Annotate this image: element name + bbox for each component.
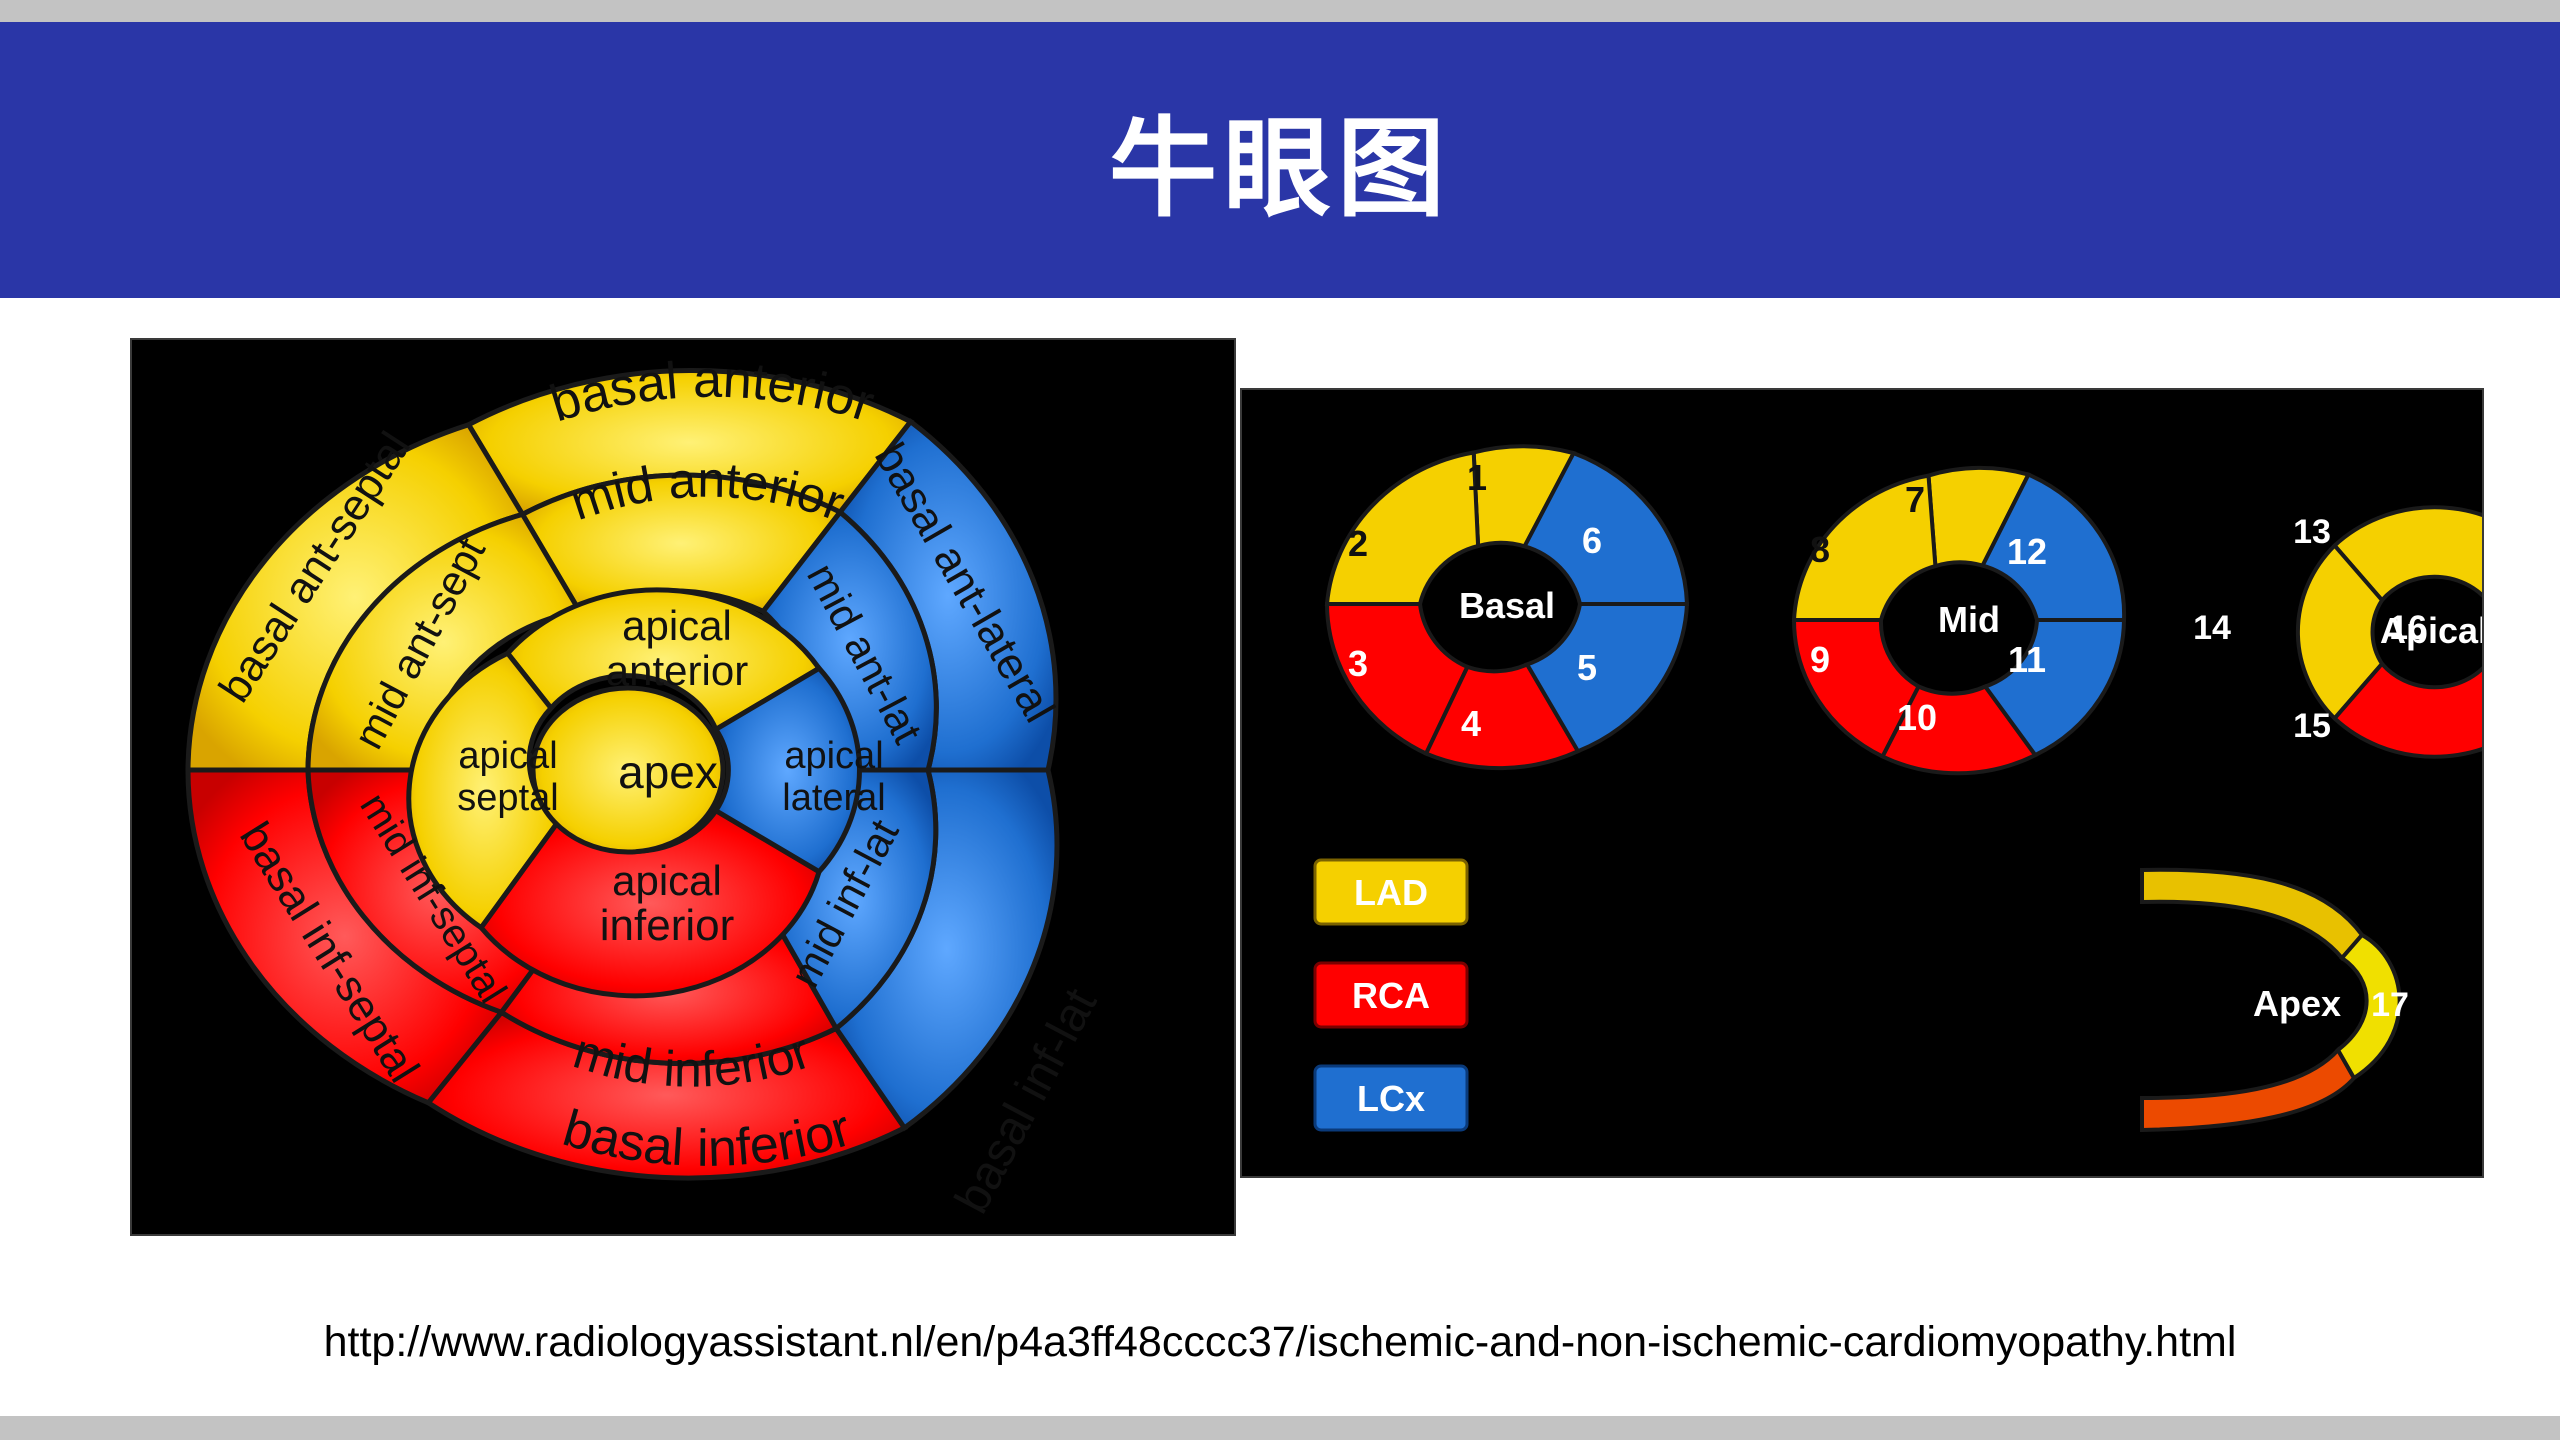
title-banner: 牛眼图 (0, 22, 2560, 298)
segment-apical-septal (406, 650, 563, 932)
ring-number: 5 (1577, 647, 1597, 688)
ring-number: 6 (1582, 520, 1602, 561)
bottom-gray-bar (0, 1416, 2560, 1440)
ring-number: 8 (1810, 529, 1830, 570)
ring-number: 10 (1897, 697, 1937, 738)
ring-number: 14 (2193, 609, 2231, 647)
ring-number: 1 (1467, 457, 1487, 498)
bullseye-diagram: basal anterior mid anterior basal inferi… (185, 351, 1107, 1222)
top-gray-bar (0, 0, 2560, 22)
label-apical-septal-1: apical (458, 735, 557, 777)
ring-number: 13 (2293, 513, 2331, 551)
bullseye-panel: basal anterior mid anterior basal inferi… (130, 338, 1236, 1236)
legend-label: LAD (1354, 872, 1428, 913)
segment-apical-anterior (504, 587, 823, 734)
ring-number: 16 (2389, 609, 2427, 647)
ring-basal-segment-2 (1324, 450, 1481, 606)
ring-apical-segment-13 (2331, 505, 2482, 604)
label-apical-anterior-2: anterior (606, 647, 748, 694)
segments-panel: Basal Mid Apical 1 2 3 4 5 6 7 8 9 10 11… (1240, 388, 2484, 1178)
segments-diagram: Basal Mid Apical 1 2 3 4 5 6 7 8 9 10 11… (1313, 444, 2482, 1133)
legend-label: RCA (1352, 975, 1430, 1016)
ring-apical-label: Apical (2380, 610, 2482, 651)
segment-apex (530, 685, 726, 855)
ring-basal-segment-5 (1524, 602, 1690, 754)
slide-title: 牛眼图 (1108, 107, 1451, 232)
ring-mid-segment-10 (1879, 683, 2039, 776)
ring-number: 7 (1905, 479, 1925, 520)
apex-view-yellow-band (2140, 867, 2365, 962)
label-apical-lateral-2: lateral (782, 777, 886, 819)
legend-label: LCx (1357, 1078, 1425, 1119)
ring-basal-segment-6 (1521, 450, 1690, 606)
apex-view-red-band (2140, 1046, 2357, 1133)
ring-mid-label: Mid (1938, 599, 2000, 640)
legend-item-lad: LAD (1313, 858, 1469, 926)
legend-item-rca: RCA (1313, 961, 1469, 1029)
ring-apical-segment-15 (2331, 660, 2482, 759)
ring-basal-label: Basal (1459, 585, 1555, 626)
ring-mid-segment-9 (1791, 618, 1922, 760)
label-apical-anterior-1: apical (622, 602, 732, 649)
ring-mid-segment-12 (1979, 472, 2127, 622)
segment-apical-lateral (712, 665, 862, 875)
ring-number: 4 (1461, 703, 1481, 744)
ring-number: 12 (2007, 531, 2047, 572)
label-apical-inferior-1: apical (612, 857, 722, 904)
ring-number: 9 (1810, 639, 1830, 680)
source-url: http://www.radiologyassistant.nl/en/p4a3… (323, 1318, 2237, 1366)
label-apical-lateral-1: apical (784, 735, 883, 777)
ring-mid-segment-8 (1791, 473, 1938, 622)
label-apical-septal-2: septal (457, 777, 558, 819)
ring-number: 2 (1348, 523, 1368, 564)
legend-item-lcx: LCx (1313, 1064, 1469, 1132)
ring-apical-segment-14 (2295, 542, 2385, 722)
ring-number: 11 (2008, 639, 2046, 680)
ring-number: 3 (1348, 643, 1368, 684)
ring-basal-segment-3 (1324, 602, 1471, 757)
label-apex: apex (618, 746, 718, 798)
apex-view-tip (2335, 932, 2402, 1081)
legend: LAD RCA LCx (1313, 858, 1469, 1132)
label-apical-inferior-2: inferior (600, 901, 735, 950)
apex-view-number: 17 (2371, 986, 2409, 1024)
apex-view-label: Apex (2253, 983, 2341, 1024)
ring-number: 15 (2293, 707, 2331, 745)
